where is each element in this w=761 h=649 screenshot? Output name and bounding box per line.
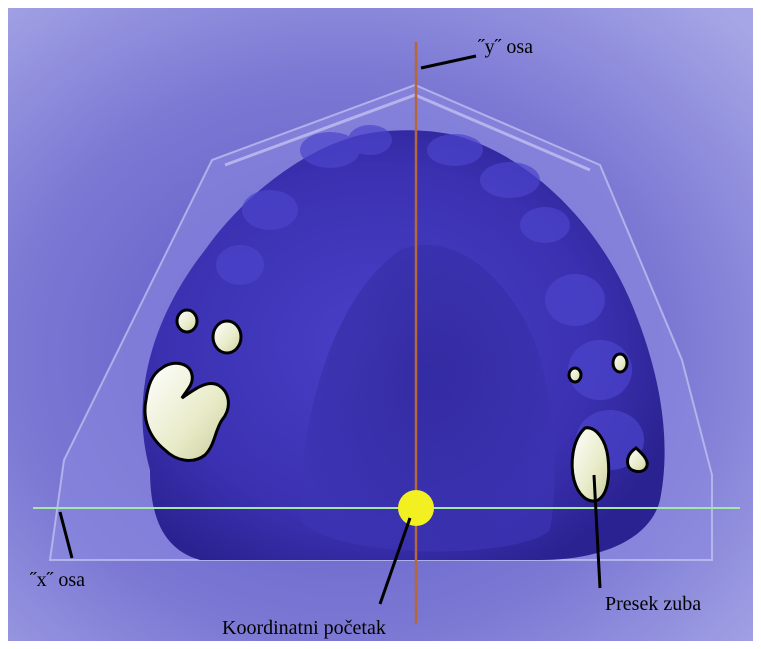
origin-marker [398,490,434,526]
origin-label: Koordinatni početak [222,617,386,639]
tooth-section-right-small-1 [569,368,581,382]
tooth-section-right-canine [572,428,609,501]
tooth-section-left-small-1 [177,310,197,332]
tooth-section-right-small-2 [613,354,627,372]
tooth-section-label: Presek zuba [605,593,701,615]
x-axis-label: ˝x˝ osa [29,569,85,591]
tooth-section-left-small-2 [213,321,241,353]
y-axis-label: ˝y˝ osa [477,36,533,58]
